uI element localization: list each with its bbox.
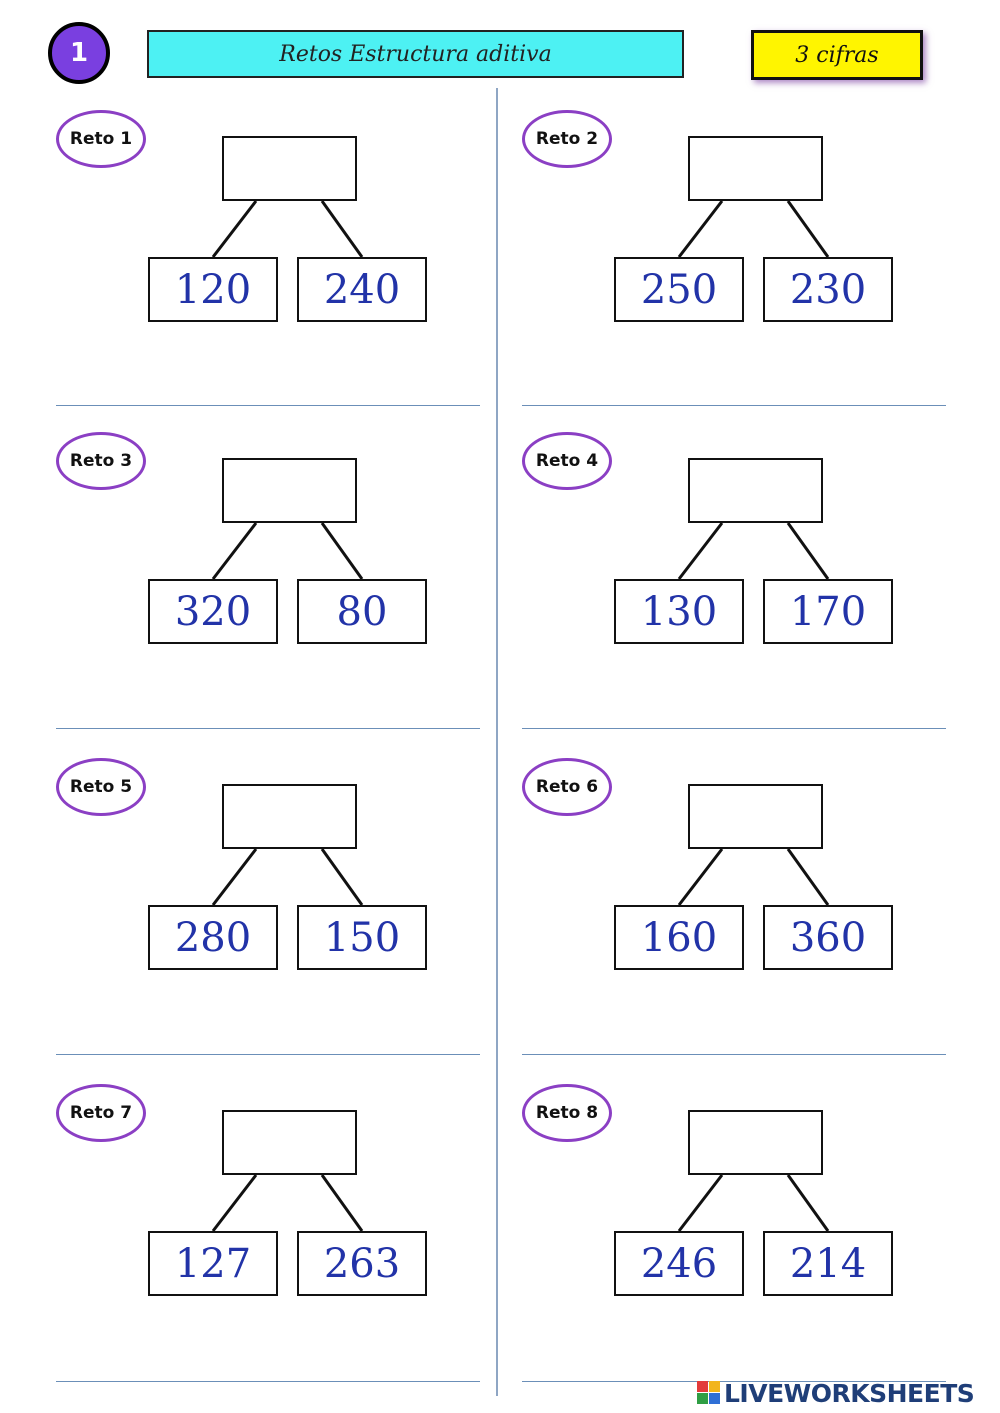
reto-label: Reto 1 [56, 110, 146, 168]
part-box-left: 130 [614, 579, 744, 644]
part-box-left: 280 [148, 905, 278, 970]
connector-lines [211, 200, 364, 258]
connector-lines [677, 1174, 830, 1232]
part-box-left: 120 [148, 257, 278, 322]
answer-input-box[interactable] [688, 784, 823, 849]
answer-input-box[interactable] [688, 458, 823, 523]
connector-lines [677, 848, 830, 906]
part-box-right: 360 [763, 905, 893, 970]
connector-lines [211, 522, 364, 580]
reto-8: Reto 8 246 214 [522, 1084, 992, 1324]
part-box-right: 230 [763, 257, 893, 322]
part-box-right: 263 [297, 1231, 427, 1296]
reto-3: Reto 3 320 80 [56, 432, 526, 672]
reto-label: Reto 4 [522, 432, 612, 490]
answer-input-box[interactable] [222, 458, 357, 523]
liveworksheets-watermark: LIVEWORKSHEETS [697, 1378, 975, 1408]
row-separator [522, 405, 946, 406]
row-separator [56, 728, 480, 729]
worksheet-title: Retos Estructura aditiva [147, 30, 684, 78]
part-box-left: 160 [614, 905, 744, 970]
answer-input-box[interactable] [688, 136, 823, 201]
row-separator [56, 1381, 480, 1382]
part-box-right: 214 [763, 1231, 893, 1296]
reto-label: Reto 5 [56, 758, 146, 816]
reto-2: Reto 2 250 230 [522, 110, 992, 350]
center-divider [496, 88, 498, 1396]
connector-lines [211, 848, 364, 906]
liveworksheets-logo-icon [697, 1381, 721, 1405]
reto-7: Reto 7 127 263 [56, 1084, 526, 1324]
reto-label: Reto 3 [56, 432, 146, 490]
reto-5: Reto 5 280 150 [56, 758, 526, 998]
row-separator [56, 1054, 480, 1055]
part-box-left: 320 [148, 579, 278, 644]
reto-label: Reto 2 [522, 110, 612, 168]
answer-input-box[interactable] [688, 1110, 823, 1175]
level-badge: 3 cifras [751, 30, 923, 80]
row-separator [522, 1054, 946, 1055]
reto-label: Reto 8 [522, 1084, 612, 1142]
row-separator [522, 1381, 946, 1382]
reto-label: Reto 7 [56, 1084, 146, 1142]
connector-lines [677, 200, 830, 258]
part-box-right: 80 [297, 579, 427, 644]
part-box-left: 127 [148, 1231, 278, 1296]
connector-lines [677, 522, 830, 580]
connector-lines [211, 1174, 364, 1232]
answer-input-box[interactable] [222, 1110, 357, 1175]
reto-4: Reto 4 130 170 [522, 432, 992, 672]
watermark-text: LIVEWORKSHEETS [724, 1378, 975, 1408]
reto-1: Reto 1 120 240 [56, 110, 526, 350]
row-separator [56, 405, 480, 406]
part-box-left: 250 [614, 257, 744, 322]
part-box-right: 150 [297, 905, 427, 970]
answer-input-box[interactable] [222, 784, 357, 849]
reto-label: Reto 6 [522, 758, 612, 816]
part-box-left: 246 [614, 1231, 744, 1296]
part-box-right: 240 [297, 257, 427, 322]
row-separator [522, 728, 946, 729]
answer-input-box[interactable] [222, 136, 357, 201]
page-number-badge: 1 [48, 22, 110, 84]
part-box-right: 170 [763, 579, 893, 644]
reto-6: Reto 6 160 360 [522, 758, 992, 998]
